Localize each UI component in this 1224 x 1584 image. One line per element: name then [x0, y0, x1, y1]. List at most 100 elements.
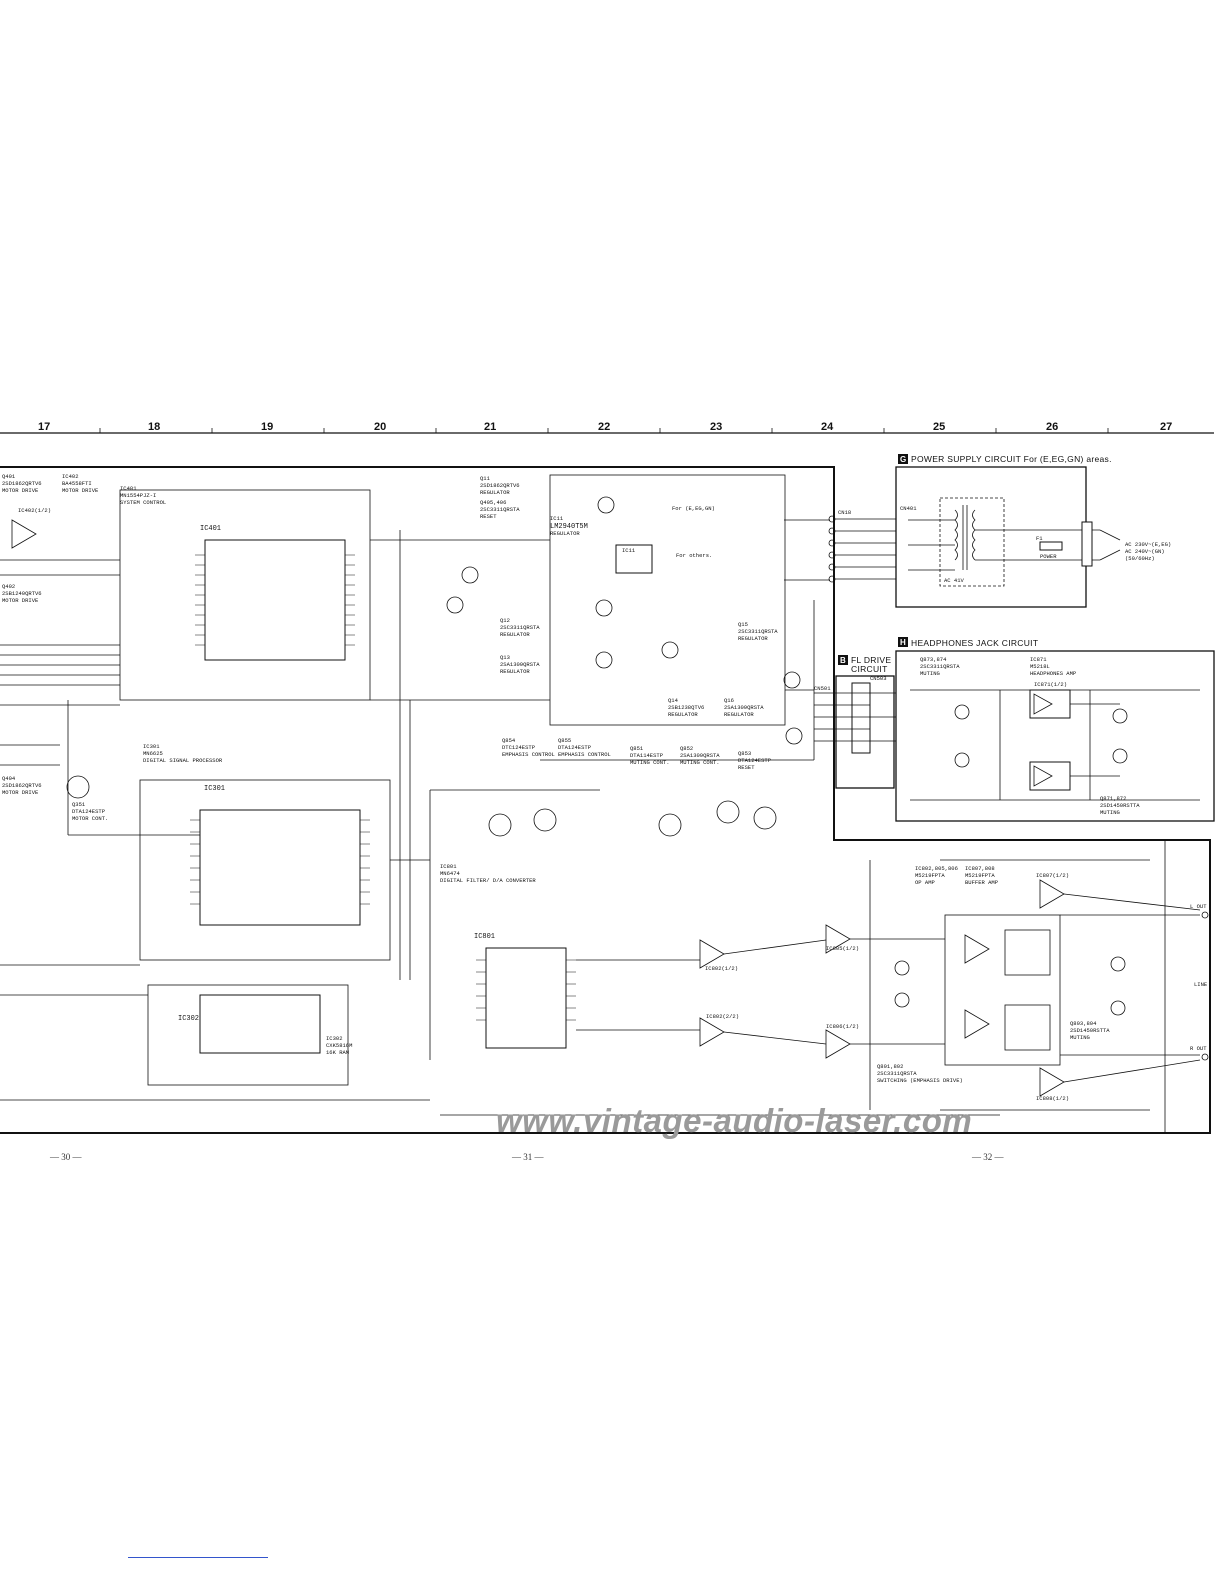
- component-text: MOTOR DRIVE: [2, 597, 39, 604]
- component-text: M5218L: [1030, 663, 1050, 670]
- component-text: EMPHASIS CONTROL: [558, 751, 611, 758]
- ac-in-line1: AC 230V~(E,EG): [1125, 541, 1171, 548]
- grid-col-23: 23: [710, 421, 722, 433]
- op-amp-ic805: IC805(1/2): [825, 924, 859, 954]
- wiring: [0, 519, 1201, 1133]
- cn401-label: CN401: [900, 505, 917, 512]
- component-text: DTA124ESTP: [738, 757, 771, 764]
- grid-col-21: 21: [484, 421, 496, 433]
- grid-col-20: 20: [374, 421, 386, 433]
- component-text: Q855: [558, 737, 571, 744]
- cn18-connector: CN18: [828, 509, 896, 583]
- component-text: IC802,805,806: [915, 865, 958, 872]
- component-text: REGULATOR: [500, 668, 530, 675]
- grid-col-27: 27: [1160, 421, 1172, 433]
- component-text: 2SC3311QRSTA: [920, 663, 960, 670]
- ic402-label: IC402(1/2): [18, 507, 51, 514]
- grid-col-26: 26: [1046, 421, 1058, 433]
- component-text: Q405,406: [480, 499, 506, 506]
- op-amp-ic402: IC402(1/2): [11, 507, 51, 549]
- component-text: MN6474: [440, 870, 461, 877]
- line-out-label: LINE: [1194, 981, 1208, 988]
- note-for-others: For others.: [676, 552, 712, 559]
- ic302-chip: IC302: [147, 984, 349, 1086]
- ic801-chip: IC801: [474, 933, 576, 1049]
- bottom-link-underline[interactable]: [128, 1557, 268, 1558]
- component-text: IC401: [120, 485, 137, 492]
- op-amp-ic802b: IC802(2/2): [699, 1013, 739, 1047]
- component-text: 2SA1309QRSTA: [680, 752, 720, 759]
- component-text: MUTING CONT.: [680, 759, 720, 766]
- component-text: IC402: [62, 473, 79, 480]
- note-for-e: For (E,EG,GN): [672, 505, 715, 512]
- component-text: IC11: [550, 515, 564, 522]
- component-text: OP AMP: [915, 879, 935, 886]
- component-text: MN1554PJZ-I: [120, 492, 156, 499]
- headphones-section: H HEADPHONES JACK CIRCUIT IC871(1/2): [895, 637, 1215, 822]
- section-title: POWER SUPPLY CIRCUIT For (E,EG,GN) areas…: [911, 454, 1112, 464]
- component-text: 2SD1862QRTV6: [480, 482, 520, 489]
- component-text: BA4558FTI: [62, 480, 92, 487]
- grid-col-22: 22: [598, 421, 610, 433]
- component-text: MUTING: [1100, 809, 1120, 816]
- component-text: M5219FPTA: [915, 872, 945, 879]
- component-text: MOTOR DRIVE: [62, 487, 99, 494]
- ic802a-label: IC802(1/2): [705, 965, 738, 972]
- ic807-label: IC807(1/2): [1036, 872, 1069, 879]
- component-text: REGULATOR: [668, 711, 698, 718]
- connector-labels: CN501 CN401 CN503: [814, 505, 917, 692]
- component-text: 2SD1862QRTV6: [2, 782, 42, 789]
- opamp-block-805-808: [944, 914, 1061, 1066]
- component-text: 2SD1450RSTTA: [1070, 1027, 1110, 1034]
- component-text: 2SA1309QRSTA: [724, 704, 764, 711]
- component-text: Q15: [738, 621, 748, 628]
- component-text: EMPHASIS CONTROL: [502, 751, 555, 758]
- component-text: MUTING CONT.: [630, 759, 670, 766]
- fuse-label: POWER: [1040, 553, 1057, 560]
- component-text: Q13: [500, 654, 510, 661]
- section-letter: G: [900, 455, 906, 464]
- component-text: 2SB1238QTV6: [668, 704, 704, 711]
- component-text: Q11: [480, 475, 491, 482]
- component-text: IC807,808: [965, 865, 995, 872]
- fl-drive-letter: B: [840, 656, 846, 665]
- component-text: LM2940T5M: [550, 523, 588, 531]
- component-text: MUTING: [1070, 1034, 1090, 1041]
- component-text: Q404: [2, 775, 16, 782]
- component-text: Q402: [2, 583, 15, 590]
- component-text: Q401: [2, 473, 16, 480]
- fl-drive-section: B FL DRIVE CIRCUIT: [814, 655, 896, 789]
- ic802b-label: IC802(2/2): [706, 1013, 739, 1020]
- section-letter-box: [898, 454, 908, 464]
- cn501-label: CN501: [814, 685, 831, 692]
- component-text: Q851: [630, 745, 644, 752]
- main-board-outline: [0, 466, 1211, 1134]
- grid-col-19: 19: [261, 421, 273, 433]
- ic302-label: IC302: [178, 1015, 199, 1023]
- grid-col-17: 17: [38, 421, 50, 433]
- ic805-label: IC805(1/2): [826, 945, 859, 952]
- ac-in-line2: AC 240V~(GN): [1125, 548, 1165, 555]
- grid-ruler: 17 18 19 20 21 22 23 24 25 26 27: [0, 421, 1214, 434]
- component-text: 2SB1240QRTV6: [2, 590, 42, 597]
- ic11-regulator: IC11: [549, 474, 786, 726]
- transistors: [66, 496, 1126, 1016]
- component-text: DIGITAL FILTER/ D/A CONVERTER: [440, 877, 536, 884]
- ic871-label: IC871(1/2): [1034, 681, 1067, 688]
- headphones-title: HEADPHONES JACK CIRCUIT: [911, 638, 1038, 648]
- grid-col-18: 18: [148, 421, 160, 433]
- ic401-chip: IC401: [119, 489, 371, 701]
- page-number-30: — 30 —: [49, 1152, 83, 1162]
- component-text: IC302: [326, 1035, 343, 1042]
- component-text: Q801,802: [877, 1063, 903, 1070]
- component-labels: Q401 2SD1862QRTV6 MOTOR DRIVE IC402 BA45…: [2, 473, 1140, 1084]
- ic11-label: IC11: [622, 547, 636, 554]
- op-amp-ic802a: IC802(1/2): [699, 939, 738, 972]
- component-text: CXK5816M: [326, 1042, 352, 1049]
- component-text: Q852: [680, 745, 693, 752]
- ac-voltage: AC 41V: [944, 577, 965, 584]
- component-text: Q12: [500, 617, 510, 624]
- component-text: DTA124ESTP: [72, 808, 105, 815]
- fuse-ref: F1: [1036, 535, 1043, 542]
